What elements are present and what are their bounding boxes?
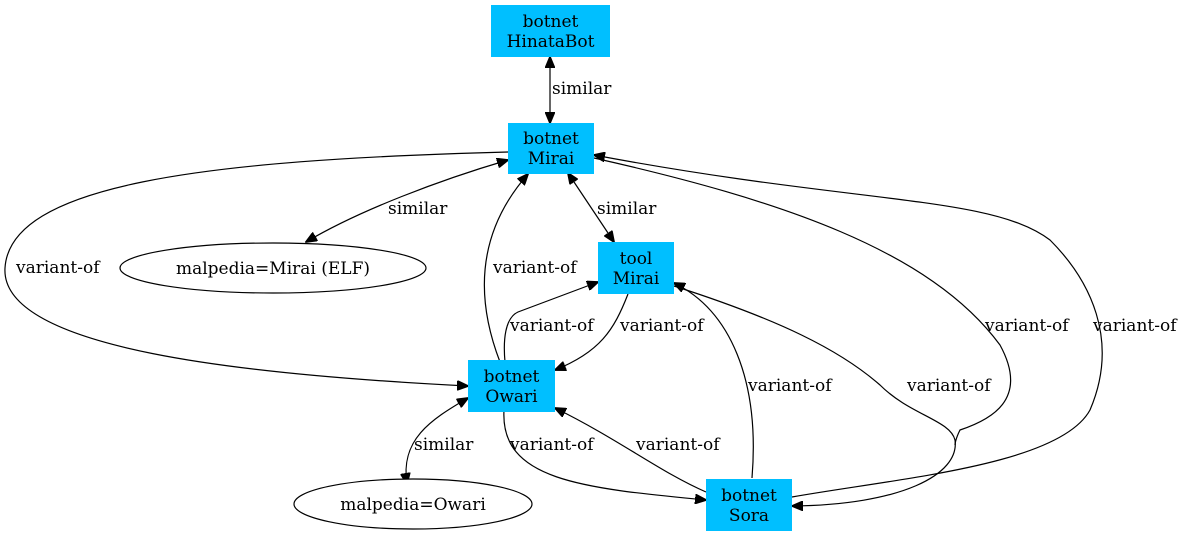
node-botnet-owari[interactable]: botnet Owari xyxy=(468,360,555,412)
node-botnet-hinatabot[interactable]: botnet HinataBot xyxy=(491,5,610,57)
edge-label-mirai-tool: similar xyxy=(597,199,657,219)
edge-labels: similar similar similar variant-of varia… xyxy=(15,79,1178,455)
node-botnet-mirai[interactable]: botnet Mirai xyxy=(508,123,594,174)
edge-mirai-malpedia-mirai xyxy=(306,160,508,242)
edge-sora-to-mirai xyxy=(594,155,1103,498)
edge-mirai-to-sora xyxy=(593,157,1012,446)
edge-label-mirai-sora: variant-of xyxy=(984,316,1070,336)
edge-tool-mirai-to-sora xyxy=(673,285,956,506)
edges xyxy=(4,57,1103,506)
edge-label-tool-owari: variant-of xyxy=(619,316,705,336)
node-label-line2: HinataBot xyxy=(507,32,595,52)
node-label-line1: botnet xyxy=(523,12,579,32)
edge-owari-malpedia-owari xyxy=(406,398,468,484)
edge-mirai-to-owari xyxy=(4,151,509,386)
node-label-line1: tool xyxy=(620,249,653,269)
edge-label-owari-mirai: variant-of xyxy=(492,258,578,278)
node-label-line2: Owari xyxy=(485,387,538,407)
edge-owari-to-tool-mirai xyxy=(503,282,598,363)
node-label-line2: Mirai xyxy=(613,269,660,289)
edge-label-sora-owari: variant-of xyxy=(635,435,721,455)
edge-label-owari-tool: variant-of xyxy=(509,316,595,336)
node-label-line1: botnet xyxy=(721,486,777,506)
edge-label-hinatabot-mirai: similar xyxy=(552,79,612,99)
node-label-line1: botnet xyxy=(523,129,579,149)
node-botnet-sora[interactable]: botnet Sora xyxy=(706,479,792,531)
node-malpedia-owari[interactable]: malpedia=Owari xyxy=(293,478,533,530)
node-tool-mirai[interactable]: tool Mirai xyxy=(598,242,674,294)
edge-owari-to-mirai xyxy=(483,174,528,363)
edge-sora-to-owari xyxy=(555,408,707,493)
node-label: malpedia=Mirai (ELF) xyxy=(176,259,370,279)
edge-label-mirai-malpedia: similar xyxy=(388,199,448,219)
edge-sora-to-tool-mirai xyxy=(674,283,754,479)
edge-label-owari-sora: variant-of xyxy=(509,435,595,455)
edge-label-tool-sora: variant-of xyxy=(906,376,992,396)
edge-label-sora-mirai: variant-of xyxy=(1092,316,1178,336)
edge-tool-mirai-to-owari xyxy=(555,293,629,370)
edge-label-sora-tool: variant-of xyxy=(747,376,833,396)
edge-mirai-tool-mirai xyxy=(568,173,614,242)
node-label-line2: Mirai xyxy=(528,149,575,169)
node-label-line1: botnet xyxy=(484,367,540,387)
node-malpedia-mirai-elf[interactable]: malpedia=Mirai (ELF) xyxy=(119,242,427,294)
edge-label-owari-malpedia: similar xyxy=(414,435,474,455)
edge-owari-to-sora xyxy=(503,409,706,500)
node-label: malpedia=Owari xyxy=(340,495,486,515)
edge-label-mirai-owari: variant-of xyxy=(15,258,101,278)
node-label-line2: Sora xyxy=(729,506,769,526)
